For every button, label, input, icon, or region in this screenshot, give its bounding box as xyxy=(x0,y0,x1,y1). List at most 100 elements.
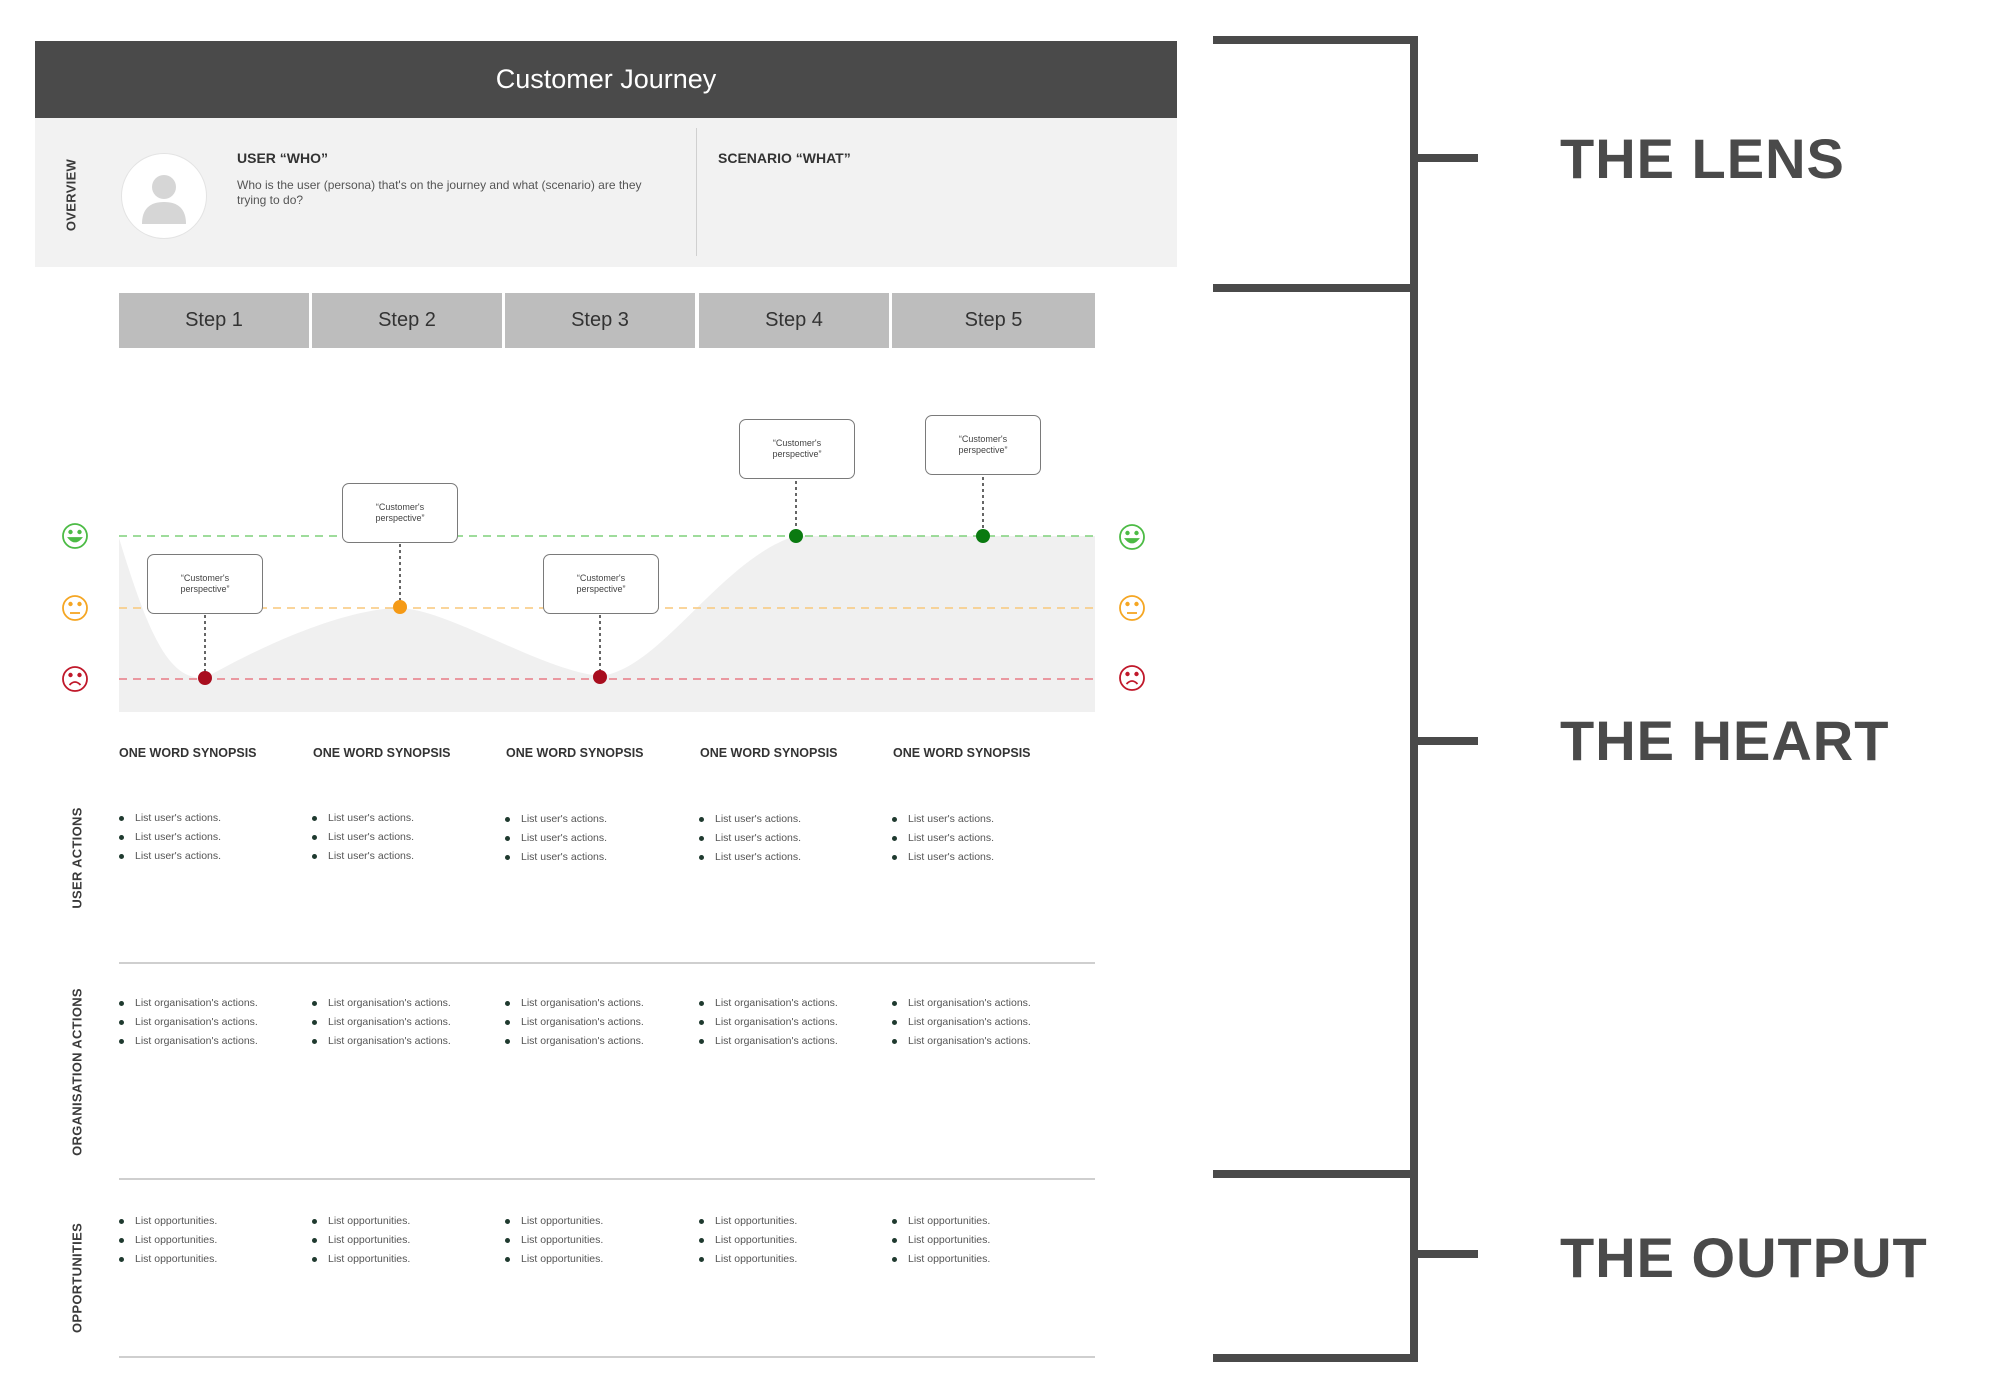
happy-face-icon-right xyxy=(1119,524,1145,550)
list-item: List organisation's actions. xyxy=(312,1013,451,1032)
list-item: List organisation's actions. xyxy=(119,994,258,1013)
list-item: List organisation's actions. xyxy=(505,1013,644,1032)
list-item: List opportunities. xyxy=(312,1231,410,1250)
callout-step-1: “Customer's perspective” xyxy=(147,554,263,614)
bracket-top-arm xyxy=(1213,36,1418,44)
sad-face-icon-right xyxy=(1119,665,1145,691)
user-actions-step-4: List user's actions. List user's actions… xyxy=(699,810,801,867)
scenario-what-title: SCENARIO “WHAT” xyxy=(718,150,851,166)
overview-divider xyxy=(696,128,697,256)
synopsis-step-1: ONE WORD SYNOPSIS xyxy=(119,746,257,760)
bracket-divider-lens-heart xyxy=(1213,284,1418,292)
list-item: List user's actions. xyxy=(505,829,607,848)
list-item: List opportunities. xyxy=(505,1250,603,1269)
sad-face-icon-left xyxy=(62,666,88,692)
bracket-tick-heart xyxy=(1410,737,1478,745)
bracket-spine xyxy=(1410,36,1418,1362)
synopsis-step-2: ONE WORD SYNOPSIS xyxy=(313,746,451,760)
point-step-2 xyxy=(393,600,407,614)
list-item: List organisation's actions. xyxy=(699,1013,838,1032)
list-item: List user's actions. xyxy=(119,809,221,828)
list-item: List organisation's actions. xyxy=(892,1013,1031,1032)
section-the-heart: THE HEART xyxy=(1560,709,1890,772)
list-item: List user's actions. xyxy=(699,829,801,848)
section-the-lens: THE LENS xyxy=(1560,127,1845,190)
neutral-face-icon-right xyxy=(1119,595,1145,621)
list-item: List user's actions. xyxy=(312,809,414,828)
list-item: List opportunities. xyxy=(505,1231,603,1250)
overview-panel xyxy=(35,118,1177,267)
list-item: List user's actions. xyxy=(892,848,994,867)
list-item: List user's actions. xyxy=(892,810,994,829)
divider-opportunities xyxy=(119,1356,1095,1358)
emotion-curve-graph xyxy=(62,477,1145,712)
list-item: List organisation's actions. xyxy=(312,994,451,1013)
opportunities-step-4: List opportunities. List opportunities. … xyxy=(699,1212,797,1269)
list-item: List user's actions. xyxy=(312,828,414,847)
divider-user-actions xyxy=(119,962,1095,964)
list-item: List opportunities. xyxy=(312,1212,410,1231)
list-item: List opportunities. xyxy=(892,1231,990,1250)
callout-step-4: “Customer's perspective” xyxy=(739,419,855,479)
neutral-face-icon-left xyxy=(62,595,88,621)
list-item: List opportunities. xyxy=(699,1250,797,1269)
organisation-actions-step-3: List organisation's actions. List organi… xyxy=(505,994,644,1051)
avatar xyxy=(121,153,207,239)
list-item: List opportunities. xyxy=(699,1231,797,1250)
bracket-tick-lens xyxy=(1410,154,1478,162)
list-item: List organisation's actions. xyxy=(312,1032,451,1051)
opportunities-label: OPPORTUNITIES xyxy=(69,1222,85,1334)
list-item: List user's actions. xyxy=(312,847,414,866)
list-item: List user's actions. xyxy=(505,810,607,829)
organisation-actions-step-2: List organisation's actions. List organi… xyxy=(312,994,451,1051)
list-item: List organisation's actions. xyxy=(892,1032,1031,1051)
opportunities-step-3: List opportunities. List opportunities. … xyxy=(505,1212,603,1269)
step-1: Step 1 xyxy=(119,293,309,348)
happy-face-icon-left xyxy=(62,523,88,549)
point-step-4 xyxy=(789,529,803,543)
list-item: List opportunities. xyxy=(119,1250,217,1269)
person-icon xyxy=(142,175,186,224)
emotion-area xyxy=(119,536,1095,712)
list-item: List user's actions. xyxy=(699,810,801,829)
list-item: List user's actions. xyxy=(119,828,221,847)
organisation-actions-step-5: List organisation's actions. List organi… xyxy=(892,994,1031,1051)
list-item: List opportunities. xyxy=(119,1212,217,1231)
list-item: List user's actions. xyxy=(892,829,994,848)
divider-organisation-actions xyxy=(119,1178,1095,1180)
list-item: List organisation's actions. xyxy=(119,1032,258,1051)
list-item: List opportunities. xyxy=(892,1212,990,1231)
user-actions-label: USER ACTIONS xyxy=(69,807,85,909)
point-step-5 xyxy=(976,529,990,543)
list-item: List organisation's actions. xyxy=(699,1032,838,1051)
organisation-actions-label: ORGANISATION ACTIONS xyxy=(69,988,85,1156)
callout-step-3: “Customer's perspective” xyxy=(543,554,659,614)
list-item: List user's actions. xyxy=(699,848,801,867)
user-actions-step-2: List user's actions. List user's actions… xyxy=(312,809,414,866)
user-who-description: Who is the user (persona) that's on the … xyxy=(237,178,642,207)
synopsis-step-3: ONE WORD SYNOPSIS xyxy=(506,746,644,760)
list-item: List organisation's actions. xyxy=(119,1013,258,1032)
user-actions-step-5: List user's actions. List user's actions… xyxy=(892,810,994,867)
callout-step-2: “Customer's perspective” xyxy=(342,483,458,543)
list-item: List organisation's actions. xyxy=(505,1032,644,1051)
step-5: Step 5 xyxy=(892,293,1095,348)
step-2: Step 2 xyxy=(312,293,502,348)
list-item: List opportunities. xyxy=(312,1250,410,1269)
user-actions-step-1: List user's actions. List user's actions… xyxy=(119,809,221,866)
list-item: List opportunities. xyxy=(699,1212,797,1231)
list-item: List user's actions. xyxy=(505,848,607,867)
opportunities-step-1: List opportunities. List opportunities. … xyxy=(119,1212,217,1269)
list-item: List organisation's actions. xyxy=(505,994,644,1013)
bracket-tick-output xyxy=(1410,1250,1478,1258)
point-step-1 xyxy=(198,671,212,685)
callout-step-5: “Customer's perspective” xyxy=(925,415,1041,475)
organisation-actions-step-4: List organisation's actions. List organi… xyxy=(699,994,838,1051)
list-item: List user's actions. xyxy=(119,847,221,866)
point-step-3 xyxy=(593,670,607,684)
user-who-title: USER “WHO” xyxy=(237,150,328,166)
synopsis-step-5: ONE WORD SYNOPSIS xyxy=(893,746,1031,760)
step-4: Step 4 xyxy=(699,293,889,348)
bracket-divider-heart-output xyxy=(1213,1170,1418,1178)
journey-title: Customer Journey xyxy=(35,41,1177,118)
